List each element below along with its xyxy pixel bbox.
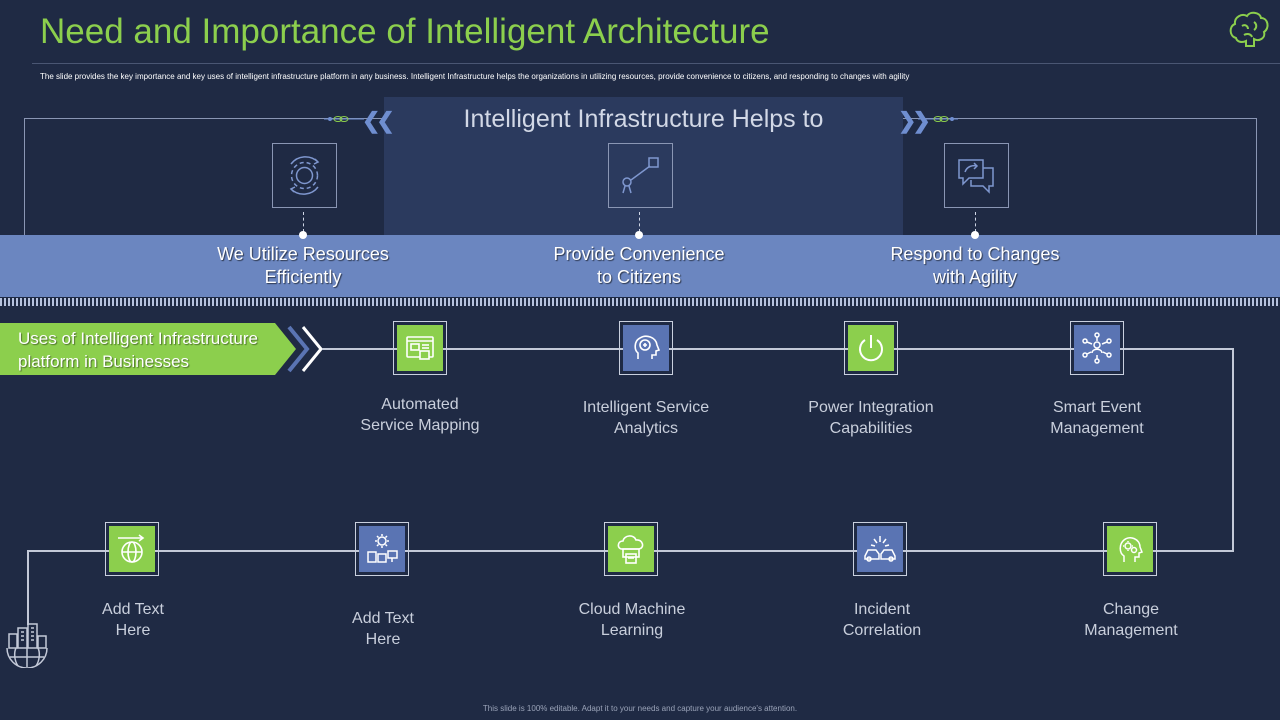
helps-item-line: Respond to Changes (890, 244, 1060, 264)
helps-item-line: Efficiently (264, 267, 342, 287)
city-globe-icon (4, 622, 50, 669)
use-label-line: Incident (853, 601, 911, 618)
helps-band (0, 235, 1280, 297)
car-crash-icon (853, 522, 907, 576)
power-icon (844, 321, 898, 375)
use-label-line: Service Mapping (360, 417, 480, 434)
uses-banner (0, 323, 296, 375)
helps-title-panel (384, 97, 903, 237)
double-chevron-left-icon: ❮❮ (362, 108, 395, 133)
helps-item-line: We Utilize Resources (217, 244, 389, 264)
uses-banner-text: Uses of Intelligent Infrastructure platf… (18, 327, 288, 373)
use-label-automated-mapping: Automated Service Mapping (330, 394, 510, 436)
chain-link-icon (918, 116, 958, 122)
helps-item-line: to Citizens (596, 267, 682, 287)
brain-icon (1226, 8, 1272, 52)
use-label-line: Management (1050, 420, 1144, 437)
robot-arm-icon (608, 143, 673, 208)
connector-dot (299, 231, 307, 239)
footer-note: This slide is 100% editable. Adapt it to… (482, 704, 798, 713)
connector-line (322, 348, 1234, 350)
use-label-line: Capabilities (829, 420, 913, 437)
chain-link-icon (324, 116, 364, 122)
connector-line (1232, 348, 1234, 551)
page-subtitle: The slide provides the key importance an… (40, 72, 910, 81)
connector (303, 212, 304, 232)
brain-head-icon (619, 321, 673, 375)
use-label-smart-event: Smart Event Management (1007, 397, 1187, 439)
use-label-line: Analytics (613, 420, 679, 437)
use-label-change-management: Change Management (1041, 599, 1221, 641)
helps-item-agility: Respond to Changes with Agility (845, 243, 1105, 289)
use-label-service-analytics: Intelligent Service Analytics (556, 397, 736, 439)
use-label-add-text-2: Add Text Here (293, 608, 473, 650)
helps-title: Intelligent Infrastructure Helps to (463, 105, 824, 133)
double-chevron-right-icon: ❯❯ (898, 108, 931, 133)
use-label-power-integration: Power Integration Capabilities (781, 397, 961, 439)
use-label-line: Cloud Machine (578, 601, 686, 618)
gear-cycle-icon (272, 143, 337, 208)
chat-share-icon (944, 143, 1009, 208)
connector (639, 212, 640, 232)
use-label-line: Correlation (842, 622, 922, 639)
use-label-line: Smart Event (1052, 399, 1142, 416)
helps-item-convenience: Provide Convenience to Citizens (509, 243, 769, 289)
globe-arrow-icon (105, 522, 159, 576)
double-chevron-right-icon (287, 325, 323, 373)
connector (975, 212, 976, 232)
use-label-line: Add Text (352, 610, 414, 627)
use-label-line: Management (1084, 622, 1178, 639)
use-label-line: Intelligent Service (582, 399, 710, 416)
use-label-incident-correlation: Incident Correlation (792, 599, 972, 641)
striped-divider (0, 298, 1280, 306)
uses-banner-line: platform in Businesses (18, 352, 190, 371)
use-label-line: Here (115, 622, 151, 639)
connector-dot (971, 231, 979, 239)
use-label-line: Add Text (102, 601, 164, 618)
head-gears-icon (1103, 522, 1157, 576)
helps-item-line: Provide Convenience (553, 244, 725, 264)
use-label-line: Automated (381, 396, 459, 413)
use-label-line: Power Integration (808, 399, 934, 416)
use-label-line: Here (365, 631, 401, 648)
page-title: Need and Importance of Intelligent Archi… (40, 12, 770, 51)
use-label-line: Change (1102, 601, 1160, 618)
browser-map-icon (393, 321, 447, 375)
uses-banner-line: Uses of Intelligent Infrastructure (18, 329, 259, 348)
connector-dot (635, 231, 643, 239)
network-people-icon (1070, 321, 1124, 375)
use-label-cloud-ml: Cloud Machine Learning (542, 599, 722, 641)
helps-item-line: with Agility (932, 267, 1018, 287)
use-label-add-text-1: Add Text Here (43, 599, 223, 641)
cloud-printer-icon (604, 522, 658, 576)
header-divider (32, 63, 1280, 64)
gear-devices-icon (355, 522, 409, 576)
helps-item-resources: We Utilize Resources Efficiently (173, 243, 433, 289)
connector-line (27, 550, 29, 625)
use-label-line: Learning (600, 622, 664, 639)
